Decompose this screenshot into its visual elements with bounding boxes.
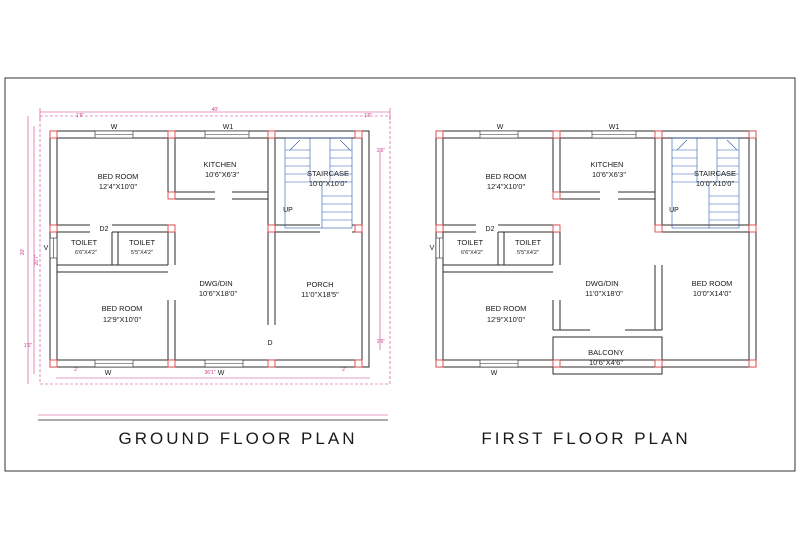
gf-mark-w1: W1: [223, 124, 234, 131]
ff-mark-v: V: [430, 245, 435, 252]
gf-mark-v: V: [44, 245, 49, 252]
gf-toilet-2-size: 5'5"X4'2": [131, 250, 153, 256]
gf-mark-d2: D2: [100, 226, 109, 233]
ff-staircase-name: STAIRCASE: [694, 169, 736, 178]
dim-inner-width: 36'1": [204, 370, 215, 376]
ff-bed-room-top-name: BED ROOM: [486, 172, 527, 181]
ground-floor-title: GROUND FLOOR PLAN: [119, 429, 358, 448]
ground-dimension-lines: [27, 108, 391, 416]
gf-dwg-din-name: DWG/DIN: [199, 279, 232, 288]
ff-bed-room-right-name: BED ROOM: [692, 279, 733, 288]
ff-balcony-size: 10'6"X4'6": [589, 358, 623, 367]
ground-floor-plan: 40' 1'6" 1'6" 30' 26'7" 1'6" 36'1" 2'6" …: [20, 107, 391, 448]
sheet-border: [4, 77, 796, 472]
gf-staircase-size: 10'0"X10'0": [309, 179, 348, 188]
ff-mark-w-top: W: [497, 124, 504, 131]
gf-mark-w-top: W: [111, 124, 118, 131]
ff-toilet-1-name: TOILET: [457, 238, 484, 247]
ff-staircase-size: 10'0"X10'0": [696, 179, 735, 188]
gf-bed-room-bottom-name: BED ROOM: [102, 304, 143, 313]
ff-bed-room-bottom-size: 12'9"X10'0": [487, 315, 526, 324]
gf-bed-room-top-size: 12'4"X10'0": [99, 182, 138, 191]
gf-bed-room-bottom-size: 12'9"X10'0": [103, 315, 142, 324]
gf-bed-room-top-name: BED ROOM: [98, 172, 139, 181]
first-walls: [435, 130, 757, 375]
gf-porch-name: PORCH: [306, 280, 333, 289]
gf-porch-size: 11'0"X18'5": [301, 290, 339, 299]
gf-mark-up: UP: [283, 207, 293, 214]
first-floor-plan: BED ROOM 12'4"X10'0" KITCHEN 10'6"X6'3" …: [430, 124, 757, 448]
dim-bottom-small-1: 2': [74, 367, 78, 373]
gf-toilet-1-name: TOILET: [71, 238, 98, 247]
ff-mark-d2: D2: [486, 226, 495, 233]
ff-balcony-name: BALCONY: [588, 348, 624, 357]
first-windows: [435, 130, 637, 368]
gf-kitchen-name: KITCHEN: [204, 160, 237, 169]
gf-toilet-1-size: 6'6"X4'2": [75, 250, 97, 256]
gf-staircase-name: STAIRCASE: [307, 169, 349, 178]
dim-left-offset: 1'6": [76, 113, 85, 119]
dim-inner-depth: 26'7": [34, 254, 40, 265]
dim-overall-width: 40': [212, 107, 219, 113]
dim-right-top: 2'6": [377, 148, 386, 154]
ff-kitchen-name: KITCHEN: [591, 160, 624, 169]
first-columns: [435, 130, 757, 368]
ff-kitchen-size: 10'6"X6'3": [592, 170, 626, 179]
gf-kitchen-size: 10'6"X6'3": [205, 170, 239, 179]
dim-right-bottom: 2'6": [377, 339, 386, 345]
ff-toilet-2-size: 5'5"X4'2": [517, 250, 539, 256]
ff-bed-room-bottom-name: BED ROOM: [486, 304, 527, 313]
ground-columns: [49, 130, 363, 368]
dim-bottom-small-2: 2': [342, 367, 346, 373]
gf-toilet-2-name: TOILET: [129, 238, 156, 247]
gf-dwg-din-size: 10'6"X18'0": [199, 289, 238, 298]
dim-overall-depth: 30': [20, 249, 26, 256]
ground-staircase-steps: [284, 137, 353, 229]
first-floor-title: FIRST FLOOR PLAN: [481, 429, 690, 448]
gf-mark-w-bottom-2: W: [218, 370, 225, 377]
dim-right-offset: 1'6": [364, 113, 373, 119]
ff-mark-w-bottom: W: [491, 370, 498, 377]
gf-mark-d: D: [267, 340, 272, 347]
ff-dwg-din-name: DWG/DIN: [585, 279, 618, 288]
ff-mark-up: UP: [669, 207, 679, 214]
ground-windows: [49, 130, 250, 368]
gf-mark-w-bottom-1: W: [105, 370, 112, 377]
ff-toilet-1-size: 6'6"X4'2": [461, 250, 483, 256]
ff-dwg-din-size: 11'0"X18'0": [585, 289, 623, 298]
ff-bed-room-top-size: 12'4"X10'0": [487, 182, 526, 191]
ff-mark-w1: W1: [609, 124, 620, 131]
first-staircase-steps: [671, 137, 740, 229]
ff-toilet-2-name: TOILET: [515, 238, 542, 247]
ff-bed-room-right-size: 10'0"X14'0": [693, 289, 732, 298]
dim-bottom-left: 1'6": [24, 343, 33, 349]
